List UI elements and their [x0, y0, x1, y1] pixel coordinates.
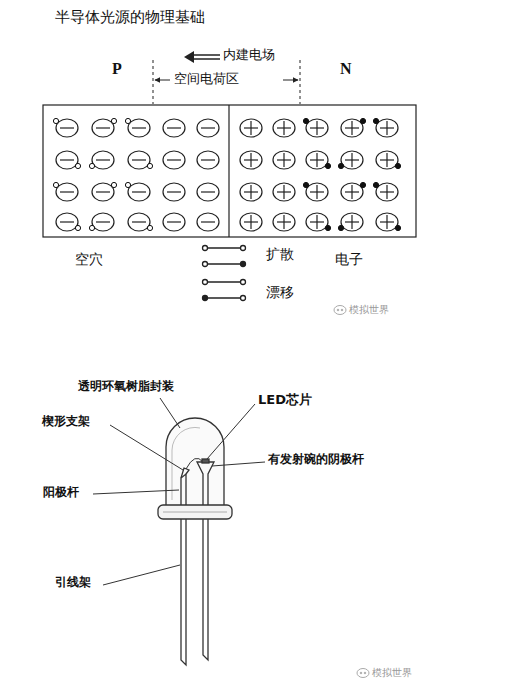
- ion: [128, 119, 150, 137]
- ion: [92, 151, 114, 169]
- carrier: [338, 225, 343, 230]
- ion: [163, 119, 185, 137]
- field-arrow: [184, 51, 220, 63]
- carrier: [125, 182, 130, 187]
- legend-text: 扩散: [266, 246, 294, 262]
- carrier: [360, 118, 365, 123]
- part-label: 空穴: [75, 251, 103, 267]
- ion: [376, 183, 398, 201]
- pn-crystal: [43, 105, 416, 237]
- ion: [197, 213, 219, 231]
- ion: [92, 119, 114, 137]
- led-drawing: [93, 398, 265, 665]
- ion: [92, 213, 114, 231]
- ion: [306, 213, 328, 231]
- ion: [306, 119, 328, 137]
- ion: [92, 183, 114, 201]
- ion: [376, 213, 398, 231]
- ion: [273, 213, 295, 231]
- title: 半导体光源的物理基础: [55, 9, 205, 26]
- ion: [56, 183, 78, 201]
- ion: [306, 151, 328, 169]
- carrier: [395, 225, 400, 230]
- part-label: LED芯片: [258, 393, 312, 408]
- ion: [56, 151, 78, 169]
- carrier: [75, 225, 80, 230]
- carrier: [53, 118, 58, 123]
- carrier: [89, 225, 94, 230]
- ion: [240, 183, 262, 201]
- carrier: [53, 182, 58, 187]
- carrier: [373, 182, 378, 187]
- ion: [376, 119, 398, 137]
- part-label: 有发射碗的阴极杆: [268, 453, 364, 467]
- part-label: 引线架: [55, 576, 91, 590]
- ion: [128, 183, 150, 201]
- ion: [306, 183, 328, 201]
- carrier: [338, 163, 343, 168]
- watermark: 模拟世界: [372, 667, 412, 679]
- part-label: 透明环氧树脂封装: [78, 380, 174, 394]
- carrier: [303, 182, 308, 187]
- carrier: [147, 225, 152, 230]
- part-label: 阳极杆: [43, 486, 79, 500]
- space-charge-bracket: [153, 60, 300, 104]
- carrier: [325, 225, 330, 230]
- ion: [197, 183, 219, 201]
- ion: [240, 151, 262, 169]
- ion: [163, 213, 185, 231]
- ion: [240, 119, 262, 137]
- ion: [341, 183, 363, 201]
- part-label: 楔形支架: [42, 415, 90, 429]
- ion: [240, 213, 262, 231]
- carrier: [125, 118, 130, 123]
- watermark-icon: [334, 306, 369, 678]
- part-label: 电子: [335, 251, 363, 267]
- ion: [56, 119, 78, 137]
- ion: [163, 183, 185, 201]
- ion: [56, 213, 78, 231]
- ion: [376, 151, 398, 169]
- carrier: [395, 163, 400, 168]
- part-label: 内建电场: [223, 48, 275, 63]
- ion: [273, 119, 295, 137]
- ion: [273, 183, 295, 201]
- carrier: [373, 118, 378, 123]
- legend-samples: [203, 246, 246, 301]
- ion-lattice: [53, 118, 400, 231]
- part-label: P: [112, 60, 122, 78]
- ion: [273, 151, 295, 169]
- part-label: 空间电荷区: [174, 72, 239, 87]
- part-label: N: [340, 60, 352, 78]
- carrier: [325, 163, 330, 168]
- carrier: [360, 182, 365, 187]
- carrier: [89, 163, 94, 168]
- ion: [341, 213, 363, 231]
- carrier: [111, 182, 116, 187]
- carrier: [111, 118, 116, 123]
- carrier: [303, 118, 308, 123]
- junction-line: [228, 105, 229, 237]
- ion: [341, 119, 363, 137]
- ion: [163, 151, 185, 169]
- carrier: [75, 163, 80, 168]
- ion: [128, 213, 150, 231]
- ion: [341, 151, 363, 169]
- watermark: 模拟世界: [349, 304, 389, 316]
- legend-text: 漂移: [266, 284, 294, 300]
- carrier: [147, 163, 152, 168]
- ion: [197, 151, 219, 169]
- ion: [197, 119, 219, 137]
- ion: [128, 151, 150, 169]
